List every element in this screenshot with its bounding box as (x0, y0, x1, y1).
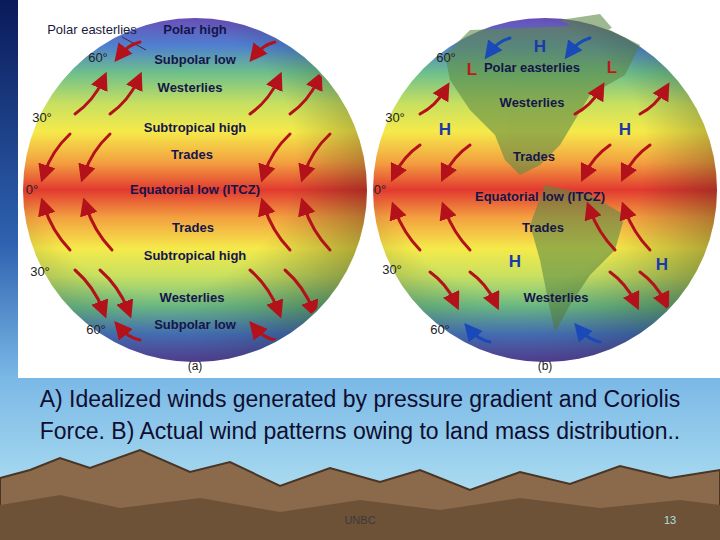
band-label: Subtropical high (144, 249, 247, 264)
low-pressure-mark: L (467, 60, 477, 80)
latitude-label: 60° (430, 323, 450, 338)
wind-arrow (84, 134, 110, 174)
latitude-label: 60° (436, 51, 456, 66)
panel-letter: (a) (188, 360, 203, 374)
high-pressure-mark: H (656, 255, 668, 275)
wind-arrow (395, 210, 420, 250)
band-label: Subpolar low (154, 53, 236, 68)
band-label: Trades (522, 221, 564, 236)
wind-arrow (610, 272, 635, 302)
wind-arrow (470, 272, 495, 302)
wind-arrow (264, 134, 290, 174)
band-label: Westerlies (158, 81, 223, 96)
caption: A) Idealized winds generated by pressure… (30, 383, 690, 447)
band-label: Subpolar low (154, 318, 236, 333)
wind-arrow (445, 210, 470, 250)
wind-arrow (430, 272, 455, 302)
slide-number: 13 (664, 514, 676, 527)
wind-arrow (86, 206, 112, 250)
wind-arrow (640, 90, 665, 114)
band-label: Westerlies (524, 291, 589, 306)
mountains-front (0, 495, 720, 540)
wind-arrow (580, 330, 600, 342)
low-pressure-mark: L (607, 58, 617, 78)
band-label: Polar easterlies (484, 61, 580, 76)
wind-arrow (490, 38, 510, 52)
wind-arrow (304, 206, 330, 250)
band-label: Westerlies (160, 291, 225, 306)
panel-letter: (b) (538, 360, 553, 374)
wind-arrow (255, 42, 275, 55)
wind-arrow (75, 270, 103, 310)
latitude-label: 60° (88, 51, 108, 66)
latitude-label: 30° (30, 265, 50, 280)
wind-arrow (120, 42, 140, 55)
footer-text: UNBC (344, 514, 375, 527)
wind-arrow (250, 270, 278, 310)
figure-panel (18, 0, 720, 378)
high-pressure-mark: H (534, 37, 546, 57)
wind-arrow (264, 206, 290, 250)
wind-arrow (285, 270, 313, 310)
high-pressure-mark: H (439, 120, 451, 140)
mountains (0, 450, 720, 540)
wind-arrow (640, 272, 665, 302)
band-label: Polar high (163, 23, 227, 38)
latitude-label: 0° (374, 183, 386, 198)
latitude-label: 60° (86, 323, 106, 338)
wind-arrow (120, 328, 140, 340)
wind-arrow (290, 80, 318, 114)
globe-a (23, 18, 367, 362)
band-label: Subtropical high (144, 121, 247, 136)
wind-arrow (625, 145, 650, 174)
wind-arrow (590, 210, 615, 250)
wind-arrow (255, 328, 275, 340)
wind-arrow (470, 330, 490, 342)
wind-arrow (44, 206, 70, 250)
wind-arrow (445, 145, 470, 174)
wind-arrow (395, 145, 420, 174)
latitude-label: 30° (382, 263, 402, 278)
wind-arrow (304, 134, 330, 174)
wind-label: Polar easterlies (47, 23, 137, 38)
wind-arrow (250, 80, 278, 114)
wind-arrow (100, 270, 128, 310)
wind-arrow (585, 145, 610, 174)
latitude-label: 30° (385, 111, 405, 126)
high-pressure-mark: H (619, 120, 631, 140)
band-label: Trades (513, 150, 555, 165)
high-pressure-mark: H (509, 252, 521, 272)
band-label: Equatorial low (ITCZ) (130, 183, 260, 198)
wind-arrow (575, 90, 600, 114)
latitude-label: 30° (32, 111, 52, 126)
latitude-label: 0° (26, 183, 38, 198)
wind-arrow (570, 38, 590, 52)
band-label: Trades (171, 148, 213, 163)
wind-arrow (110, 80, 138, 114)
wind-arrow (420, 90, 445, 114)
band-label: Equatorial low (ITCZ) (475, 190, 605, 205)
band-label: Westerlies (500, 96, 565, 111)
wind-arrow (625, 210, 650, 250)
wind-arrow (44, 134, 70, 174)
band-label: Trades (172, 221, 214, 236)
wind-arrow (75, 80, 103, 114)
globe-b (373, 14, 717, 362)
